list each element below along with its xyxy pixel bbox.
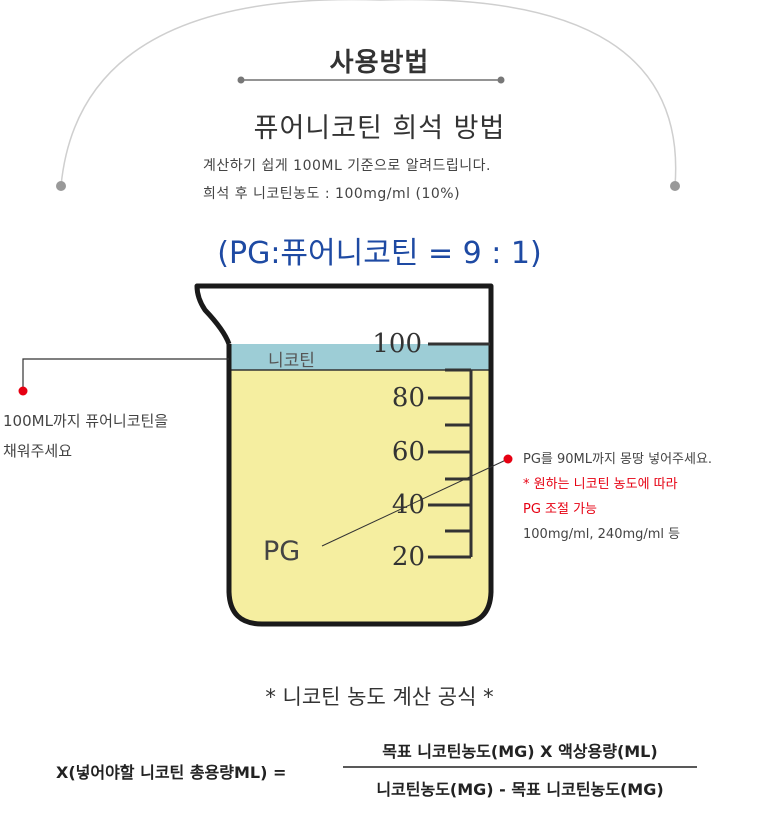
left-leader-dot bbox=[18, 386, 28, 396]
arc-dot-left bbox=[56, 181, 66, 191]
nicotine-layer bbox=[229, 344, 491, 370]
right-note-line-4: 100mg/ml, 240mg/ml 등 bbox=[523, 527, 681, 542]
decorative-arc bbox=[60, 0, 677, 187]
nicotine-layer-label: 니코틴 bbox=[268, 351, 315, 371]
formula-title: * 니코틴 농도 계산 공식 * bbox=[265, 685, 494, 709]
tick-label-20: 20 bbox=[391, 542, 425, 572]
pg-layer-label: PG bbox=[263, 536, 301, 567]
page-subtitle: 퓨어니코틴 희석 방법 bbox=[253, 113, 506, 144]
pg-layer-bottom bbox=[229, 585, 491, 624]
right-leader-dot bbox=[503, 454, 513, 464]
description-line-2: 희석 후 니코틴농도 : 100mg/ml (10%) bbox=[203, 186, 461, 202]
tick-label-60: 60 bbox=[391, 437, 425, 467]
right-note-line-3: PG 조절 가능 bbox=[523, 502, 598, 517]
tick-label-100: 100 bbox=[372, 329, 422, 359]
mix-ratio: (PG:퓨어니코틴 = 9 : 1) bbox=[217, 236, 542, 271]
arc-dot-right bbox=[670, 181, 680, 191]
page-title: 사용방법 bbox=[329, 48, 430, 78]
formula-lhs: X(넣어야할 니코틴 총용량ML) = bbox=[56, 763, 287, 782]
tick-label-40: 40 bbox=[391, 490, 425, 520]
underline-dot-left bbox=[237, 76, 245, 84]
underline-dot-right bbox=[497, 76, 505, 84]
left-note-line-2: 채워주세요 bbox=[3, 442, 73, 460]
left-leader-line bbox=[22, 358, 229, 391]
description-line-1: 계산하기 쉽게 100ML 기준으로 알려드립니다. bbox=[203, 158, 491, 174]
right-leader-line bbox=[321, 458, 509, 547]
tick-label-80: 80 bbox=[391, 383, 425, 413]
formula-numerator: 목표 니코틴농도(MG) X 액상용량(ML) bbox=[382, 742, 658, 761]
right-note-line-2: * 원하는 니코틴 농도에 따라 bbox=[523, 477, 678, 492]
beaker-outline bbox=[194, 283, 494, 627]
right-note-line-1: PG를 90ML까지 몽땅 넣어주세요. bbox=[523, 452, 713, 467]
left-note-line-1: 100ML까지 퓨어니코틴을 bbox=[3, 412, 169, 430]
formula-denominator: 니코틴농도(MG) - 목표 니코틴농도(MG) bbox=[376, 780, 664, 799]
